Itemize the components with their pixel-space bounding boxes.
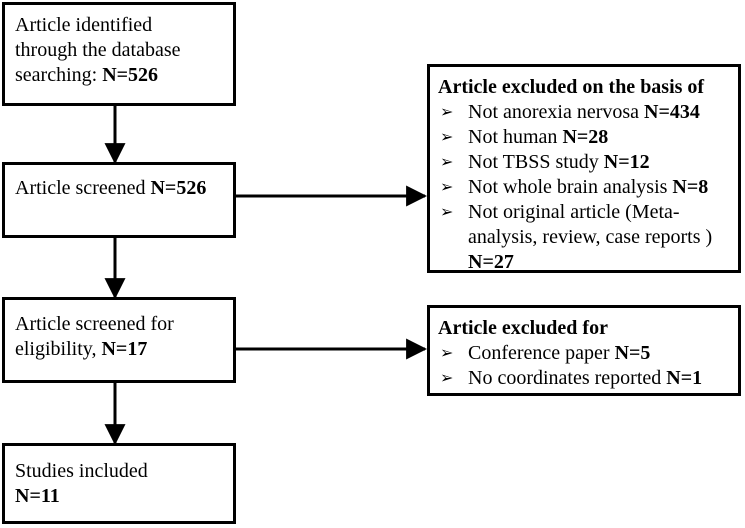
exclusion-1-title: Article excluded on the basis of bbox=[438, 76, 705, 98]
exclusion-2-title: Article excluded for bbox=[438, 317, 608, 339]
arrowhead-bullet-icon: ➢ bbox=[440, 370, 454, 387]
eligibility-text: Article screened for eligibility, bbox=[15, 313, 174, 360]
eligibility-box: Article screened for eligibility, N=17 bbox=[2, 297, 236, 383]
arrowhead-bullet-icon: ➢ bbox=[440, 129, 454, 146]
screened-box: Article screened N=526 bbox=[2, 162, 236, 238]
exclusion-1-item: ➢ Not human N=28 bbox=[440, 126, 609, 148]
exclusion-2-item: ➢ Conference paper N=5 bbox=[440, 342, 651, 364]
arrowhead-bullet-icon: ➢ bbox=[440, 154, 454, 171]
identified-count: N=526 bbox=[102, 64, 159, 86]
exclusion-2-item: ➢ No coordinates reported N=1 bbox=[440, 367, 703, 389]
screened-text: Article screened bbox=[15, 177, 146, 199]
eligibility-count: N=17 bbox=[101, 338, 148, 360]
arrowhead-bullet-icon: ➢ bbox=[440, 204, 454, 221]
exclusion-1-item: ➢ Not whole brain analysis N=8 bbox=[440, 176, 709, 198]
identified-text: Article identified through the database … bbox=[15, 14, 181, 86]
included-box: Studies included N=11 bbox=[2, 443, 236, 524]
exclusion-1-item: ➢ Not anorexia nervosa N=434 bbox=[440, 101, 700, 123]
arrowhead-bullet-icon: ➢ bbox=[440, 179, 454, 196]
exclusion-box-2: Article excluded for ➢ Conference paper … bbox=[427, 305, 741, 396]
identified-box: Article identified through the database … bbox=[2, 2, 236, 106]
included-count: N=11 bbox=[15, 485, 60, 507]
screened-count: N=526 bbox=[150, 177, 207, 199]
arrowhead-bullet-icon: ➢ bbox=[440, 345, 454, 362]
arrowhead-bullet-icon: ➢ bbox=[440, 104, 454, 121]
exclusion-1-item: ➢ Not original article (Meta-analysis, r… bbox=[440, 201, 713, 273]
exclusion-1-item: ➢ Not TBSS study N=12 bbox=[440, 151, 650, 173]
exclusion-box-1: Article excluded on the basis of ➢ Not a… bbox=[427, 64, 741, 273]
included-text: Studies included bbox=[15, 460, 148, 482]
